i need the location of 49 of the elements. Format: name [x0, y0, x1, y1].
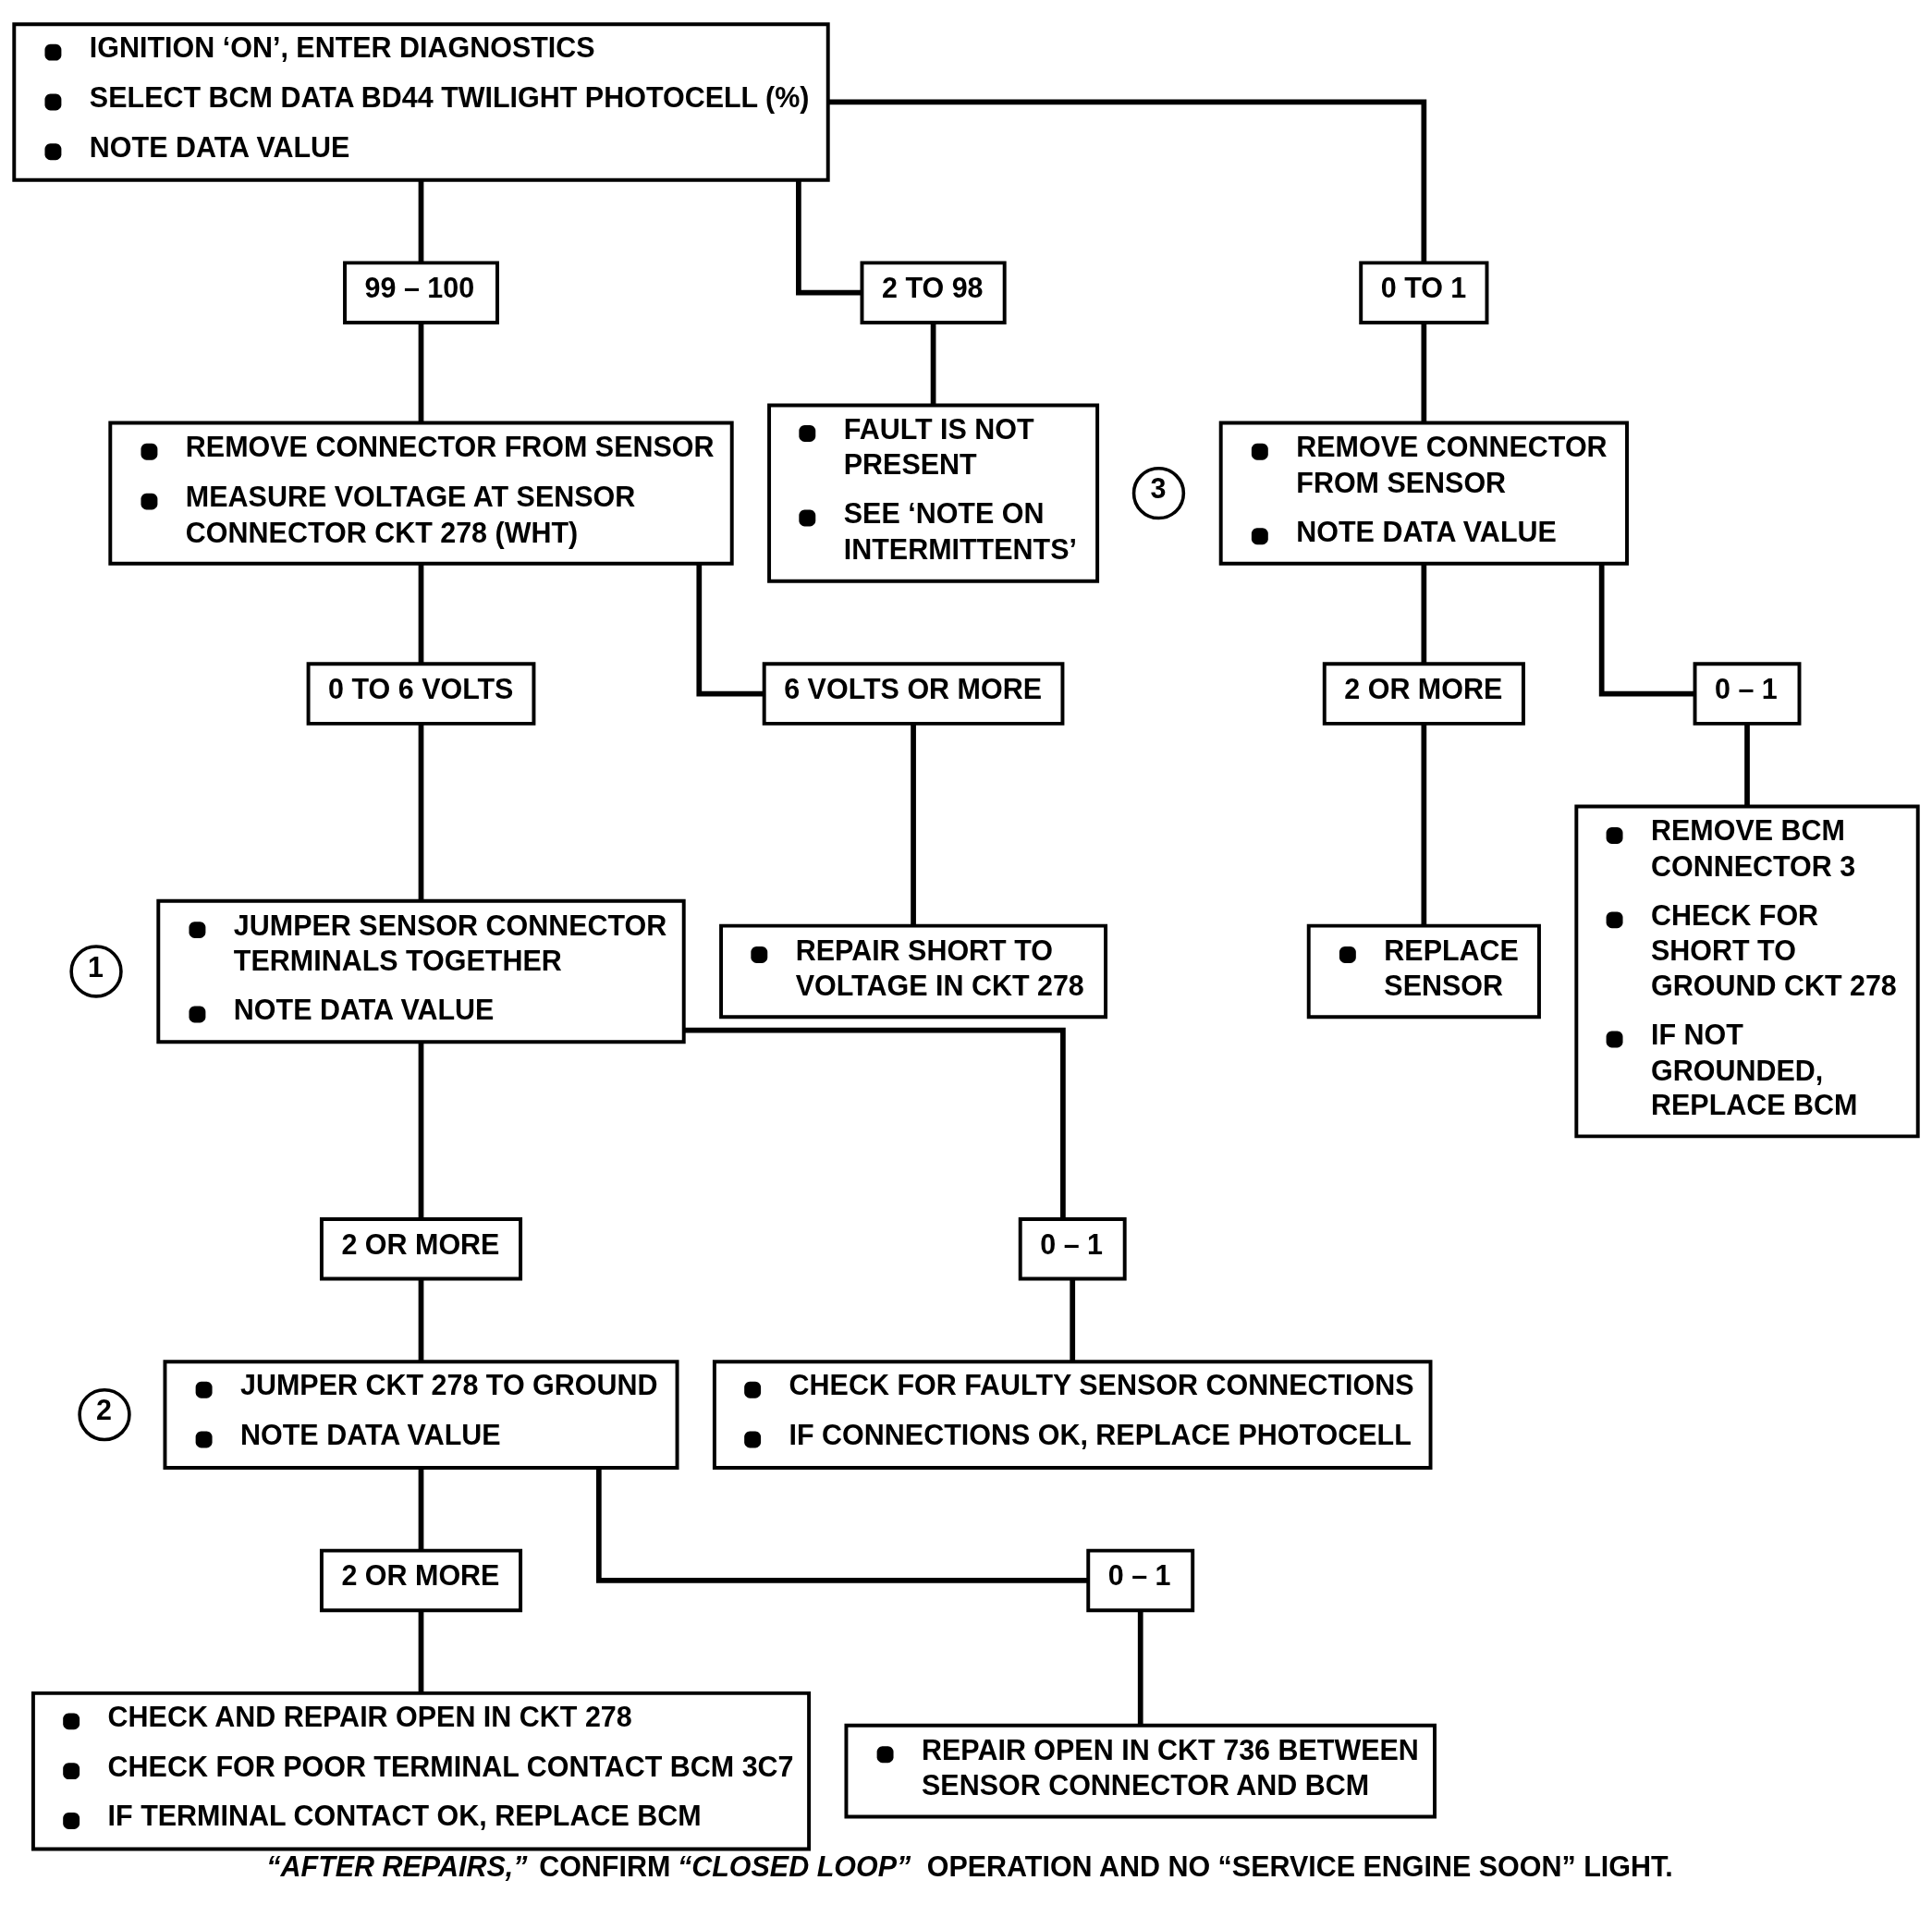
connector: [595, 1467, 1088, 1583]
node-box: JUMPER CKT 278 TO GROUND NOTE DATA VALUE: [163, 1359, 679, 1470]
caption: “AFTER REPAIRS,” CONFIRM “CLOSED LOOP” OPERATION AND NO “SERVICE ENGINE SOON” LIGHT.: [266, 1850, 1673, 1882]
connector: [1070, 1278, 1076, 1361]
node-label: 1: [88, 950, 104, 983]
node-box: CHECK AND REPAIR OPEN IN CKT 278 CHECK FOR POOR TERMINAL CONTACT BCM 3C7 IF TERMINAL CONTACT OK, REPLACE BCM: [31, 1691, 812, 1850]
connector: [1421, 322, 1427, 422]
connector: [418, 322, 424, 422]
node-box: REPAIR SHORT TO VOLTAGE IN CKT 278: [719, 923, 1108, 1019]
connector: [796, 179, 862, 296]
connector: [1421, 563, 1427, 664]
connector: [683, 1027, 1066, 1219]
connector: [418, 179, 424, 263]
node-box: 0 TO 6 VOLTS: [306, 661, 536, 726]
connector: [1137, 1610, 1143, 1726]
node-box: 2 TO 98: [860, 260, 1007, 324]
node-box: CHECK FOR FAULTY SENSOR CONNECTIONS IF CONNECTIONS OK, REPLACE PHOTOCELL: [712, 1359, 1433, 1470]
node-box: 99 – 100: [343, 260, 499, 324]
node-box: 0 TO 1: [1359, 260, 1489, 324]
node-box: 0 – 1: [1018, 1216, 1127, 1281]
connector: [418, 1042, 424, 1219]
connector: [1598, 563, 1695, 696]
node-box: 0 – 1: [1693, 661, 1802, 726]
connector: [418, 563, 424, 664]
node-box: REPLACE SENSOR: [1306, 923, 1541, 1019]
node-box: 6 VOLTS OR MORE: [762, 661, 1065, 726]
node-box: JUMPER SENSOR CONNECTOR TERMINALS TOGETHER NOTE DATA VALUE: [156, 898, 686, 1044]
node-label: 2: [96, 1393, 113, 1425]
node-label: 3: [1150, 471, 1167, 504]
node-box: 2 OR MORE: [1322, 661, 1525, 726]
node-box: IGNITION ‘ON’, ENTER DIAGNOSTICS SELECT BCM DATA BD44 TWILIGHT PHOTOCELL (%) NOTE DATA VALUE: [12, 21, 830, 182]
connector: [418, 1278, 424, 1361]
node-box: 0 – 1: [1086, 1548, 1195, 1612]
connector: [418, 1610, 424, 1692]
connector: [418, 1467, 424, 1550]
connector: [1421, 723, 1427, 925]
connector: [930, 322, 936, 405]
connector: [1744, 723, 1750, 806]
node-box: 2 OR MORE: [319, 1548, 523, 1612]
connector: [696, 563, 764, 696]
connector: [418, 723, 424, 900]
node-box: REPAIR OPEN IN CKT 736 BETWEEN SENSOR CONNECTOR AND BCM: [844, 1723, 1437, 1818]
node-box: 2 OR MORE: [319, 1216, 523, 1281]
connector: [911, 723, 916, 925]
connector: [827, 99, 1427, 263]
node-box: FAULT IS NOT PRESENT SEE ‘NOTE ON INTERMITTENTS’: [767, 403, 1100, 583]
node-box: REMOVE BCM CONNECTOR 3 CHECK FOR SHORT TO GROUND CKT 278 IF NOT GROUNDED, REPLACE BCM: [1574, 804, 1920, 1138]
node-box: REMOVE CONNECTOR FROM SENSOR NOTE DATA VALUE: [1218, 420, 1629, 566]
node-box: REMOVE CONNECTOR FROM SENSOR MEASURE VOLTAGE AT SENSOR CONNECTOR CKT 278 (WHT): [108, 420, 734, 566]
